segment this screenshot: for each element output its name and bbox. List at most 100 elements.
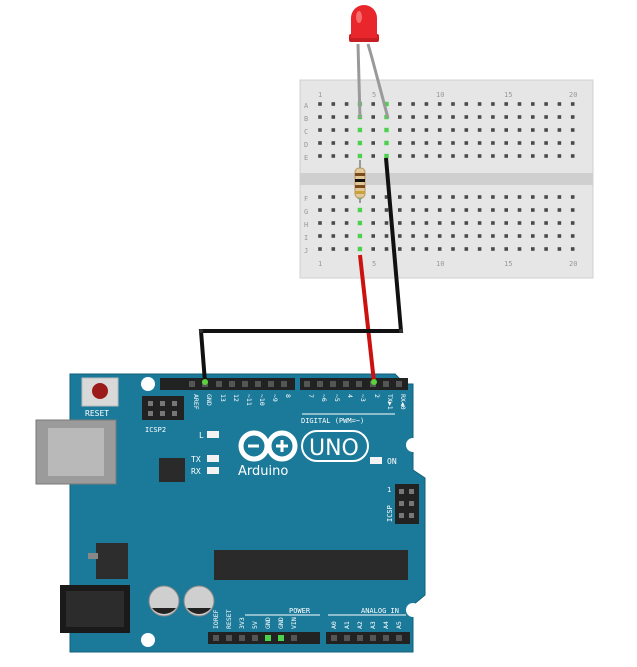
- breadboard-hole: [531, 195, 535, 199]
- top-pin-label: RX◀0: [399, 394, 407, 410]
- header-pin[interactable]: [343, 381, 349, 387]
- mounting-hole: [406, 603, 420, 617]
- breadboard-hole: [424, 115, 429, 119]
- header-pin[interactable]: [278, 635, 284, 641]
- breadboard-hole: [398, 247, 402, 251]
- icsp-pin: [409, 489, 414, 494]
- header-pin[interactable]: [216, 381, 222, 387]
- header-pin[interactable]: [356, 381, 362, 387]
- breadboard-hole: [504, 102, 508, 106]
- breadboard-hole: [570, 221, 575, 225]
- breadboard-hole: [344, 115, 349, 119]
- on-led: [370, 457, 382, 464]
- breadboard-hole: [424, 102, 429, 106]
- breadboard-hole: [344, 102, 349, 106]
- header-pin[interactable]: [229, 381, 235, 387]
- header-pin[interactable]: [383, 381, 389, 387]
- digital-header-left: [160, 378, 295, 390]
- breadboard-hole: [531, 208, 535, 212]
- breadboard-hole: [557, 141, 562, 145]
- header-pin[interactable]: [330, 381, 336, 387]
- header-pin[interactable]: [239, 635, 245, 641]
- header-pin[interactable]: [383, 635, 389, 641]
- breadboard-holes: [318, 102, 575, 251]
- breadboard-hole: [331, 208, 336, 212]
- mounting-hole: [141, 633, 155, 647]
- analog-label: ANALOG IN: [361, 607, 399, 615]
- header-pin[interactable]: [396, 635, 402, 641]
- breadboard-hole: [371, 154, 375, 158]
- breadboard-hole: [464, 208, 469, 212]
- breadboard-hole: [411, 115, 415, 119]
- breadboard-hole: [504, 234, 508, 238]
- header-pin[interactable]: [291, 635, 297, 641]
- top-pin-label: ~9: [271, 394, 279, 402]
- breadboard-hole: [371, 234, 375, 238]
- connected-hole: [384, 140, 389, 146]
- breadboard-hole: [437, 128, 442, 132]
- breadboard-col-label: 15: [504, 91, 512, 99]
- bottom-pin-label: A5: [395, 621, 403, 629]
- breadboard-hole: [544, 208, 548, 212]
- header-pin[interactable]: [331, 635, 337, 641]
- breadboard-hole: [504, 247, 508, 251]
- icsp2-pin: [148, 411, 153, 416]
- usb-chip: [159, 458, 185, 482]
- wire-end-pin2: [371, 379, 377, 385]
- red-wire[interactable]: [358, 254, 376, 383]
- top-pin-label: 2: [373, 394, 381, 398]
- header-pin[interactable]: [255, 381, 261, 387]
- top-pin-label: ~5: [333, 394, 341, 402]
- breadboard-hole: [517, 247, 522, 251]
- rx-led: [207, 467, 219, 474]
- header-pin[interactable]: [268, 381, 274, 387]
- header-pin[interactable]: [304, 381, 310, 387]
- breadboard-hole: [491, 115, 495, 119]
- header-pin[interactable]: [265, 635, 271, 641]
- breadboard-hole: [464, 102, 469, 106]
- header-pin[interactable]: [344, 635, 350, 641]
- connected-hole: [357, 153, 363, 159]
- breadboard-hole: [344, 195, 349, 199]
- breadboard-row-label: G: [304, 208, 308, 216]
- bottom-pin-label: GND: [277, 617, 285, 629]
- breadboard-hole: [331, 195, 336, 199]
- wire-bend: [399, 329, 403, 333]
- breadboard-hole: [371, 115, 375, 119]
- header-pin[interactable]: [189, 381, 195, 387]
- header-pin[interactable]: [242, 381, 248, 387]
- breadboard-hole: [344, 128, 349, 132]
- breadboard-hole: [504, 208, 508, 212]
- header-pin[interactable]: [370, 635, 376, 641]
- breadboard-hole: [464, 141, 469, 145]
- breadboard-hole: [477, 154, 482, 158]
- model-name: UNO: [309, 436, 359, 461]
- breadboard-hole: [517, 234, 522, 238]
- black-wire[interactable]: [198, 157, 404, 383]
- breadboard-hole: [437, 234, 442, 238]
- header-pin[interactable]: [226, 635, 232, 641]
- breadboard-hole: [344, 247, 349, 251]
- breadboard-col-label: 20: [569, 91, 577, 99]
- icsp-pin: [399, 489, 404, 494]
- header-pin[interactable]: [396, 381, 402, 387]
- header-pin[interactable]: [252, 635, 258, 641]
- breadboard-hole: [331, 128, 336, 132]
- breadboard-col-label: 1: [318, 91, 322, 99]
- breadboard-hole: [371, 247, 375, 251]
- header-pin[interactable]: [281, 381, 287, 387]
- breadboard-col-label: 5: [372, 260, 376, 268]
- header-pin[interactable]: [357, 635, 363, 641]
- icsp-pin1-marker: 1: [387, 486, 391, 494]
- breadboard-hole: [517, 195, 522, 199]
- breadboard-hole: [411, 195, 415, 199]
- breadboard-hole: [344, 154, 349, 158]
- capacitor-stripe: [152, 608, 176, 614]
- breadboard-row-label: F: [304, 195, 308, 203]
- header-pin[interactable]: [213, 635, 219, 641]
- breadboard-hole: [570, 195, 575, 199]
- breadboard-hole: [491, 128, 495, 132]
- header-pin[interactable]: [317, 381, 323, 387]
- breadboard-hole: [411, 221, 415, 225]
- breadboard-col-label: 10: [436, 260, 444, 268]
